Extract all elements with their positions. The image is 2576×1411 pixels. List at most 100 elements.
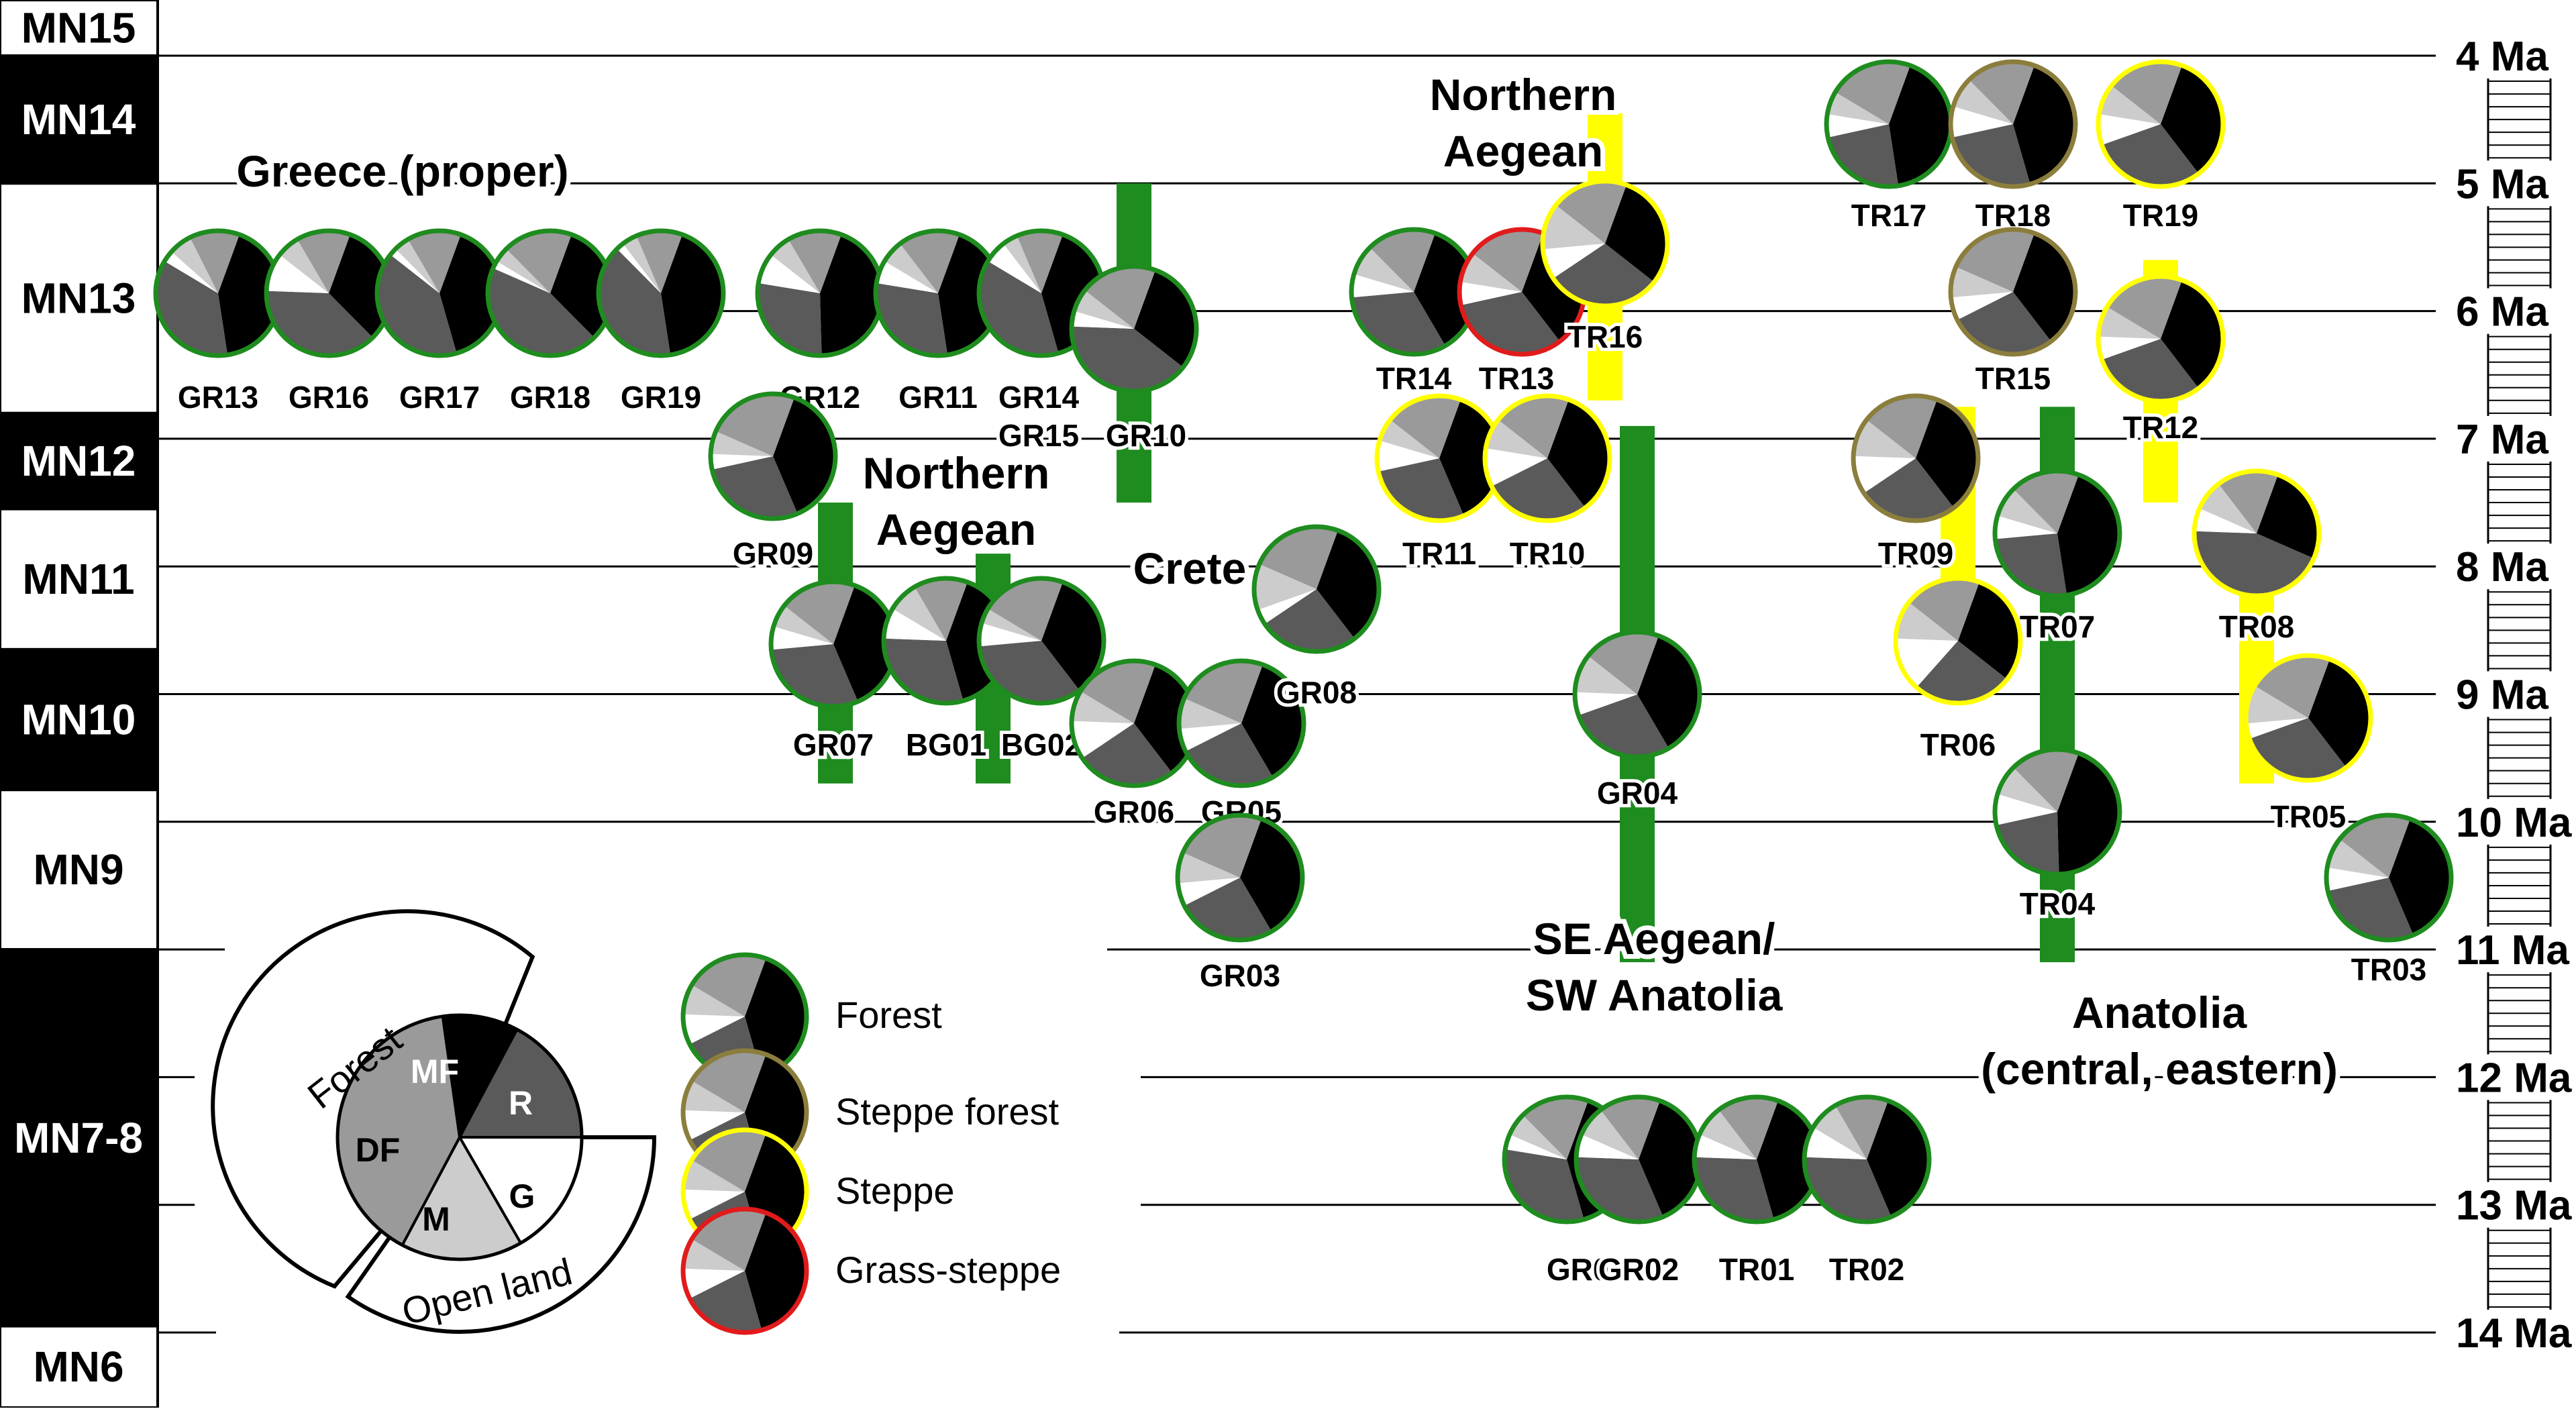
pie-slice-m [395,239,440,293]
pie-slice-mf [833,585,896,702]
pie-ring [2096,59,2226,189]
pie-slice-g [978,623,1041,647]
pie-slice-g [1826,114,1889,138]
pie-slice-r [1491,458,1586,521]
site-label: TR13 [1479,361,1554,396]
pie-slice-df [2255,655,2330,718]
pie-slice-df [1370,229,1435,292]
pie-slice-df [1955,229,2034,292]
pie-ring [2324,813,2454,943]
mn-zone-label: MN9 [33,845,123,894]
pie-slice-r [1863,458,1954,521]
pie-slice-df [297,231,350,293]
site-label: GR04 [1597,776,1678,811]
pie-slice-df [2013,749,2079,812]
pie-slice-df [1718,1096,1778,1159]
pie-slice-m [1896,602,1958,641]
pie-slice-m [683,1159,745,1192]
mn-zone-label: MN15 [21,4,136,52]
pie-slice-m [1997,488,2057,533]
pie-slice-r [488,268,595,356]
pie-slice-r [1694,1157,1774,1222]
ma-label-bg [2436,1182,2570,1228]
site-pie [1540,178,1670,309]
pie-slice-m [171,237,218,293]
site-label: BG02 [1001,727,1082,762]
pie-slice-mf [329,234,391,338]
site-pie [596,228,726,358]
pie-slice-mf [1639,1100,1701,1217]
site-label: TR09 [1878,536,1953,571]
legend-label-forest: Forest [835,994,942,1036]
pie-slice-mf [1414,233,1476,346]
ma-label-bg [2436,415,2570,462]
pie-slice-m [2199,484,2257,533]
mn-zone: MN11 [0,507,159,651]
pie-slice-m [711,431,773,456]
mn-zone: MN13 [0,182,159,415]
pie-slice-g [1694,1134,1757,1159]
pie-slice-df [2339,815,2410,878]
mn-zone-box [0,1324,159,1409]
key-m-label: M [422,1200,450,1238]
pie-slice-g [2326,868,2389,891]
site-label: GR08 [1276,675,1357,710]
pie-ring [1176,658,1306,788]
pie-slice-g [884,609,946,641]
site-pie [2096,59,2226,189]
pie-slice-df [2107,276,2182,339]
pie-slice-m [1953,79,2013,124]
pie-slice-g [1257,589,1317,624]
pie-slice-mf [745,958,807,1076]
pie-slice-m [1072,691,1134,723]
pie-slice-mf [550,234,613,338]
pie-slice-g [1995,794,2057,825]
pie-slice-g [1543,244,1605,278]
pie-slice-r [156,261,228,356]
ma-tick-label: 14 Ma [2456,1310,2572,1357]
mn-zone: MN15 [0,0,159,57]
pie-ring [2243,653,2373,783]
pie-ring [1540,178,1670,309]
pie-slice-r [1071,326,1184,391]
site-pie [374,228,505,358]
pie-slice-mf [2161,65,2224,174]
mn-zone-box [0,182,159,415]
site-label: GR15 [998,418,1079,453]
site-label: GR17 [399,380,480,415]
pie-slice-mf [218,234,281,355]
key-open-land-arc-label: Open land [398,1250,576,1333]
pie-slice-g [710,454,773,470]
pie-slice-m [773,605,833,644]
pie-slice-mf [1240,819,1302,932]
pie-slice-df [692,955,766,1016]
pie-slice-m [770,239,820,293]
pie-slice-mf [1916,399,1978,508]
pie-slice-mf [661,234,724,355]
pie-slice-mf [745,1212,807,1330]
pie-slice-g [1950,106,2013,138]
site-pie [1893,576,2023,706]
pie-slice-df [190,231,240,293]
pie-slice-r [1828,124,1899,187]
pie-slice-mf [1547,399,1610,508]
pie-slice-m [1254,564,1317,611]
pie-slice-mf [1041,582,1104,690]
pie-slice-r [1916,641,2008,703]
pie-slice-df [1555,181,1627,244]
region-anatolia-2: (central, eastern) [1981,1044,2338,1094]
site-pie [2096,274,2226,404]
pie-slice-m [683,1239,745,1271]
pie-slice-g [876,261,938,293]
site-pie [485,228,615,358]
pie-slice-mf [2161,280,2224,388]
site-pie [1349,227,1479,357]
ma-tick-label: 9 Ma [2456,672,2548,719]
mn-zone-box [0,788,159,951]
pie-slice-m [1178,852,1240,884]
site-pie [1069,658,1199,788]
pie-slice-r [377,254,457,356]
site-label: GR18 [510,380,590,415]
pie-slice-g [1071,721,1134,758]
